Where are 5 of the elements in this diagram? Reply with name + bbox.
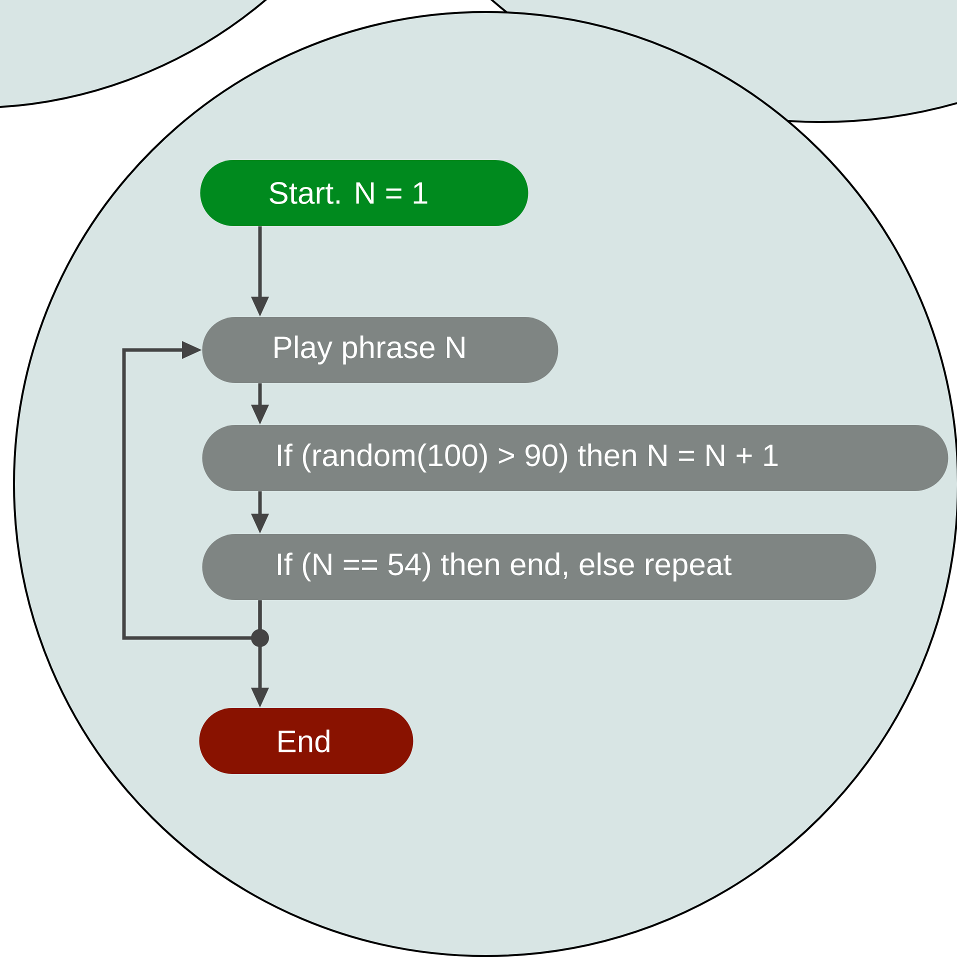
end-terminal: End	[199, 708, 414, 774]
start-terminal: Start. N = 1	[200, 160, 528, 226]
process-box: Play phrase N	[202, 317, 558, 383]
process-box: If (random(100) > 90) then N = N + 1	[202, 425, 948, 491]
process-box: If (N == 54) then end, else repeat	[202, 534, 876, 600]
